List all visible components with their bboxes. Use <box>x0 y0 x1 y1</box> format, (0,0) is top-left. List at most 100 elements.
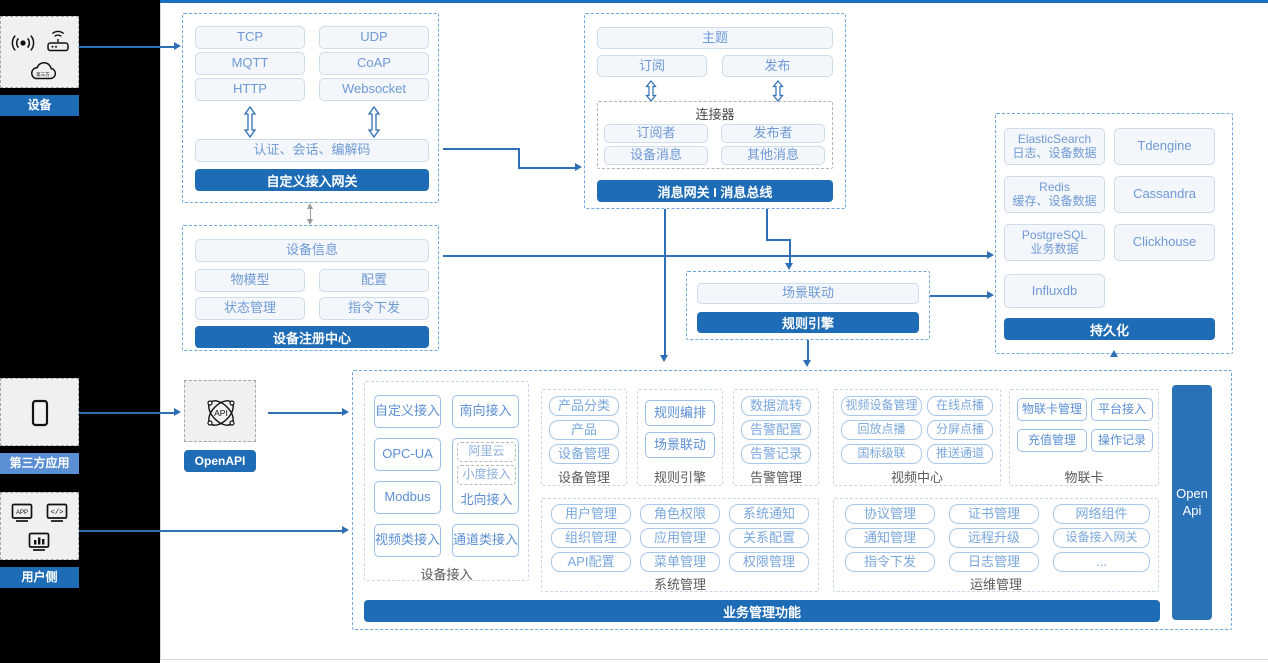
group-video-center <box>833 389 1001 486</box>
persistence-postgresql-name: PostgreSQL <box>1021 227 1088 242</box>
openapi-vertical-bar[interactable]: Open Api <box>1172 385 1212 620</box>
persistence-postgresql[interactable]: PostgreSQL 业务数据 <box>1004 224 1105 261</box>
persistence-redis[interactable]: Redis 缓存、设备数据 <box>1004 176 1105 213</box>
persistence-clickhouse[interactable]: Clickhouse <box>1114 224 1215 261</box>
publish-chip[interactable]: 发布 <box>722 55 833 77</box>
persistence-bar[interactable]: 持久化 <box>1004 318 1215 340</box>
access-opcua[interactable]: OPC-UA <box>374 438 441 471</box>
ops-certificate[interactable]: 证书管理 <box>949 504 1039 524</box>
access-modbus[interactable]: Modbus <box>374 481 441 514</box>
rule-orchestration[interactable]: 规则编排 <box>645 400 715 426</box>
svg-text:</>: </> <box>51 509 64 517</box>
sys-role-perm[interactable]: 角色权限 <box>640 504 720 524</box>
sys-relation[interactable]: 关系配置 <box>729 528 809 548</box>
protocol-http[interactable]: HTTP <box>195 78 305 101</box>
rule-engine-bar[interactable]: 规则引擎 <box>697 312 919 333</box>
ops-log[interactable]: 日志管理 <box>949 552 1039 572</box>
protocol-tcp[interactable]: TCP <box>195 26 305 49</box>
ops-access-gateway[interactable]: 设备接入网关 <box>1053 528 1150 548</box>
connector-openapi-to-business <box>268 412 343 414</box>
cloud-icon: 第三方 <box>31 61 57 80</box>
iotcard-mgmt[interactable]: 物联卡管理 <box>1017 398 1087 421</box>
connector-subscriber[interactable]: 订阅者 <box>604 124 708 143</box>
iotcard-recharge[interactable]: 充值管理 <box>1017 429 1087 452</box>
ops-notify[interactable]: 通知管理 <box>845 528 935 548</box>
sys-user-mgmt[interactable]: 用户管理 <box>551 504 631 524</box>
iotcard-platform[interactable]: 平台接入 <box>1091 398 1153 421</box>
access-aliyun[interactable]: 阿里云 <box>457 442 516 462</box>
connector-registry-persistence-arrow <box>987 251 994 259</box>
video-playback[interactable]: 回放点播 <box>841 420 922 440</box>
sys-api-config[interactable]: API配置 <box>551 552 631 572</box>
persistence-influxdb[interactable]: Influxdb <box>1004 274 1105 308</box>
sys-notify[interactable]: 系统通知 <box>729 504 809 524</box>
alarm-config[interactable]: 告警配置 <box>741 420 811 440</box>
alarm-data-flow[interactable]: 数据流转 <box>741 396 811 416</box>
video-gb-cascade[interactable]: 国标级联 <box>841 444 922 464</box>
devmgmt-device-mgmt[interactable]: 设备管理 <box>549 444 619 464</box>
group-label-alarm-mgmt: 告警管理 <box>749 470 802 485</box>
sys-menu-mgmt[interactable]: 菜单管理 <box>640 552 720 572</box>
video-push-channel[interactable]: 推送通道 <box>927 444 993 464</box>
rule-scene-linkage[interactable]: 场景联动 <box>697 283 919 304</box>
access-video[interactable]: 视频类接入 <box>374 524 441 557</box>
protocol-udp[interactable]: UDP <box>319 26 429 49</box>
persistence-elasticsearch[interactable]: ElasticSearch 日志、设备数据 <box>1004 128 1105 165</box>
connector-gateway-registry-line <box>310 208 312 221</box>
connector-other-msg[interactable]: 其他消息 <box>721 146 825 165</box>
sys-org-mgmt[interactable]: 组织管理 <box>551 528 631 548</box>
access-xiaodu[interactable]: 小度接入 <box>457 465 516 485</box>
registry-config[interactable]: 配置 <box>319 269 429 292</box>
protocol-coap[interactable]: CoAP <box>319 52 429 75</box>
persistence-tdengine[interactable]: Tdengine <box>1114 128 1215 165</box>
group-device-access <box>364 381 529 581</box>
protocol-websocket[interactable]: Websocket <box>319 78 429 101</box>
connector-device-msg[interactable]: 设备消息 <box>604 146 708 165</box>
actor-user-side: APP </> 用户侧 <box>0 492 79 588</box>
access-southbound[interactable]: 南向接入 <box>452 395 519 428</box>
registry-bar[interactable]: 设备注册中心 <box>195 326 429 348</box>
third-party-icon-box <box>0 378 79 446</box>
sys-app-mgmt[interactable]: 应用管理 <box>640 528 720 548</box>
sys-perm-mgmt[interactable]: 权限管理 <box>729 552 809 572</box>
registry-command[interactable]: 指令下发 <box>319 297 429 320</box>
iotcard-oplog[interactable]: 操作记录 <box>1091 429 1153 452</box>
subscribe-chip[interactable]: 订阅 <box>597 55 707 77</box>
connector-userside-business-arrow <box>342 526 349 534</box>
connector-publisher[interactable]: 发布者 <box>721 124 825 143</box>
registry-state-mgmt[interactable]: 状态管理 <box>195 297 305 320</box>
registry-device-info[interactable]: 设备信息 <box>195 239 429 262</box>
topic-chip[interactable]: 主题 <box>597 27 833 49</box>
alarm-record[interactable]: 告警记录 <box>741 444 811 464</box>
api-atom-icon: API <box>207 400 235 426</box>
ops-command[interactable]: 指令下发 <box>845 552 935 572</box>
connector-gw-bus-arrow <box>575 163 582 171</box>
business-management-bar[interactable]: 业务管理功能 <box>364 600 1160 622</box>
ops-ota[interactable]: 远程升级 <box>949 528 1039 548</box>
group-rule-engine <box>637 389 723 486</box>
access-custom[interactable]: 自定义接入 <box>374 395 441 428</box>
ops-network[interactable]: 网络组件 <box>1053 504 1150 524</box>
devmgmt-product[interactable]: 产品 <box>549 420 619 440</box>
rule-scene[interactable]: 场景联动 <box>645 432 715 458</box>
persistence-cassandra[interactable]: Cassandra <box>1114 176 1215 213</box>
access-channel[interactable]: 通道类接入 <box>452 524 519 557</box>
video-online-vod[interactable]: 在线点播 <box>927 396 993 416</box>
ops-protocol[interactable]: 协议管理 <box>845 504 935 524</box>
gateway-bar[interactable]: 自定义接入网关 <box>195 169 429 191</box>
ops-more[interactable]: ... <box>1053 552 1150 572</box>
openapi-label[interactable]: OpenAPI <box>184 450 256 472</box>
connector-bus-rule-v <box>789 239 791 265</box>
actor-device: 第三方 设备 <box>0 16 79 116</box>
video-split-view[interactable]: 分屏点播 <box>927 420 993 440</box>
gateway-middle-layer[interactable]: 认证、会话、编解码 <box>195 139 429 162</box>
persistence-elasticsearch-sub: 日志、设备数据 <box>1012 145 1097 160</box>
message-bus-bar[interactable]: 消息网关 I 消息总线 <box>597 180 833 202</box>
group-label-rule-engine: 规则引擎 <box>653 470 706 485</box>
registry-thing-model[interactable]: 物模型 <box>195 269 305 292</box>
connector-device-to-gateway-arrow <box>174 42 181 50</box>
business-management-group <box>352 370 1232 630</box>
protocol-mqtt[interactable]: MQTT <box>195 52 305 75</box>
video-device-mgmt[interactable]: 视频设备管理 <box>841 396 922 416</box>
devmgmt-product-category[interactable]: 产品分类 <box>549 396 619 416</box>
